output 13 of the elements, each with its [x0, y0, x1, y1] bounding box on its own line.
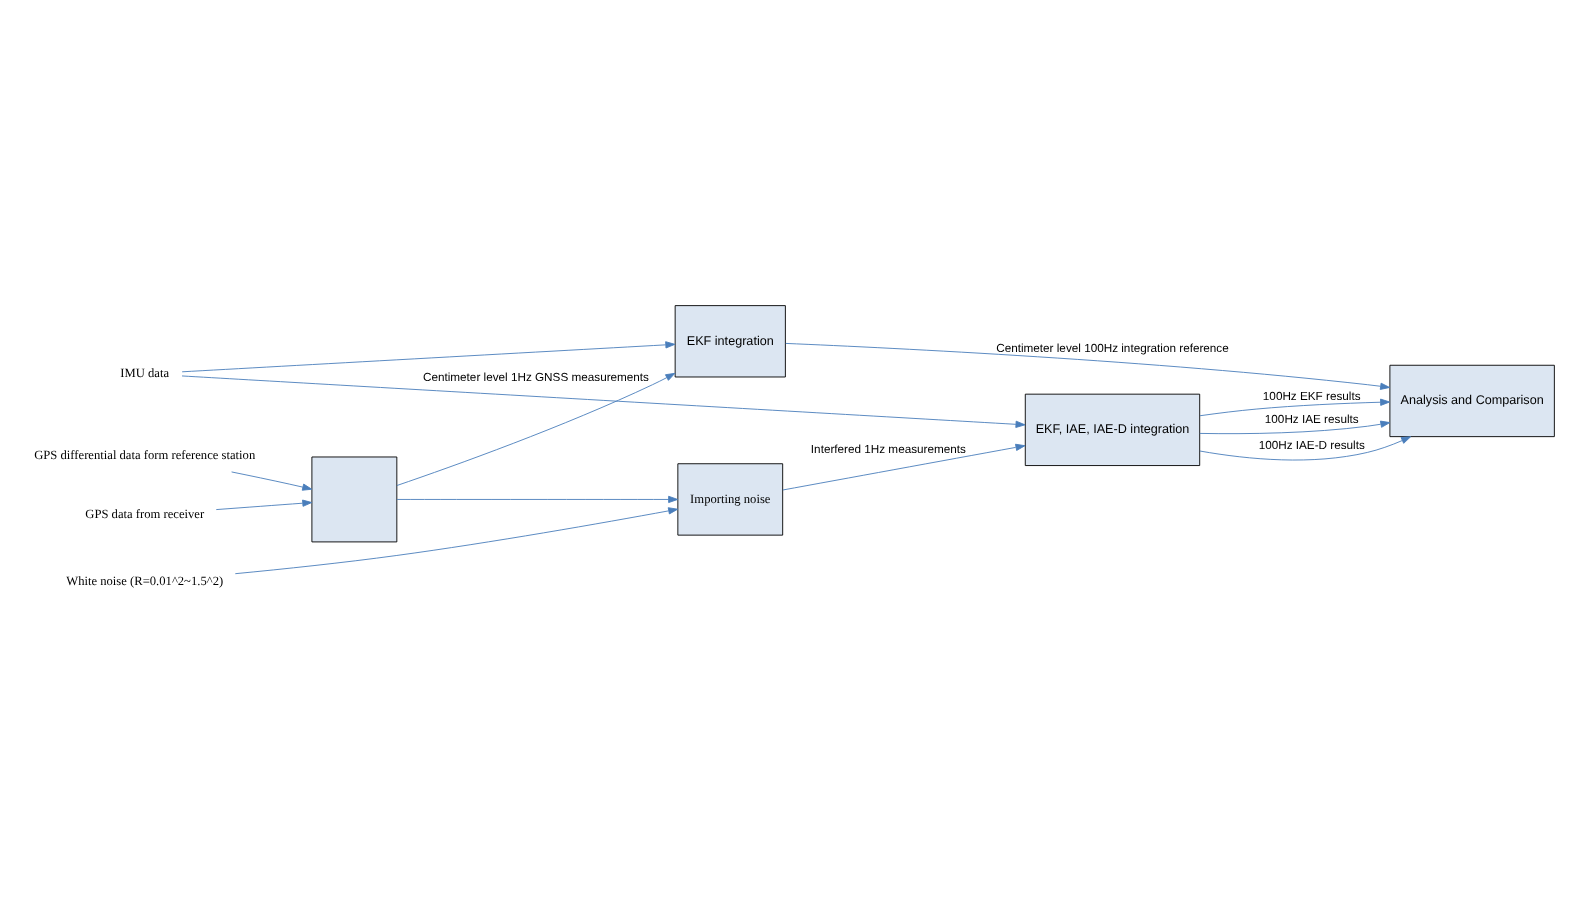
- arrow: [1199, 398, 1391, 417]
- arrow: [215, 499, 313, 511]
- arrow: [1199, 436, 1412, 461]
- arrow: [396, 495, 679, 504]
- arrow: [785, 342, 1391, 390]
- arrow: [782, 443, 1026, 491]
- arrow: [231, 471, 313, 491]
- arrow: [234, 507, 679, 575]
- arrow: [396, 372, 676, 486]
- arrow: [181, 341, 676, 373]
- arrow: [1199, 420, 1391, 435]
- arrow: [181, 375, 1026, 428]
- node-box: [311, 456, 398, 543]
